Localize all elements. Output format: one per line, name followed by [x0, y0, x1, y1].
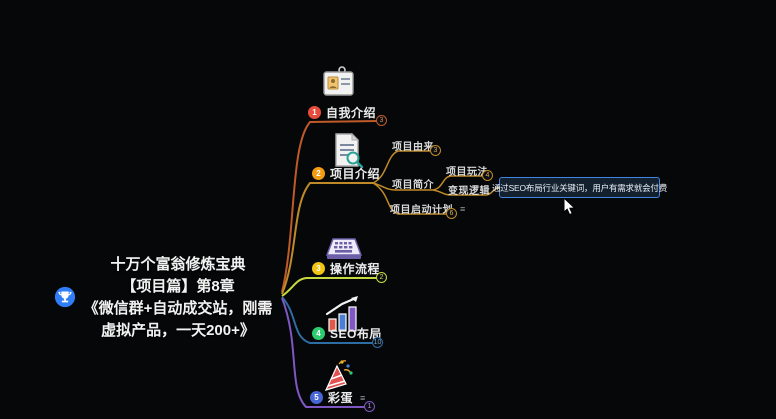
topic-label-startup-plan: 项目启动计划 [390, 205, 453, 216]
branch-line-egg [281, 297, 366, 408]
topic-monetize-logic[interactable]: 变现逻辑 [448, 182, 490, 197]
collapse-badge-process[interactable]: 2 [376, 272, 387, 283]
branch-line-monetize [432, 189, 486, 196]
topic-project-origin[interactable]: 项目由来 [392, 138, 434, 153]
topic-self-intro[interactable]: 1 自我介绍 [308, 104, 376, 121]
branch-line-project-intro [281, 182, 373, 295]
topic-label-seo-layout: SEO布局 [330, 327, 382, 341]
id-card-icon[interactable] [318, 63, 358, 108]
topic-label-project-gameplay: 项目玩法 [446, 167, 488, 178]
collapse-badge-easter-egg[interactable]: 1 [364, 401, 375, 412]
branch-line-seo [281, 296, 374, 344]
topic-startup-plan[interactable]: 项目启动计划 ≡ [390, 201, 466, 217]
marker-number-3-icon[interactable]: 3 [312, 262, 325, 275]
central-topic-line: 虚拟产品，一天200+》 [101, 322, 255, 339]
topic-easter-egg[interactable]: 5 彩蛋 ≡ [310, 389, 365, 406]
topic-label-process: 操作流程 [330, 262, 381, 276]
trophy-badge-icon [54, 286, 76, 308]
mouse-cursor-icon [563, 196, 576, 216]
topic-process[interactable]: 3 操作流程 [312, 260, 380, 277]
branch-line-process [281, 277, 378, 297]
branch-line-seo-keyword-node [485, 187, 500, 196]
notes-icon[interactable]: ≡ [460, 203, 466, 214]
collapse-badge-project-origin[interactable]: 3 [430, 145, 441, 156]
branch-line-brief [372, 182, 433, 191]
collapse-badge-self-intro[interactable]: 3 [376, 115, 387, 126]
topic-project-brief[interactable]: 项目简介 [392, 176, 434, 191]
topic-label-monetize-logic: 变现逻辑 [448, 186, 490, 197]
topic-label-project-origin: 项目由来 [392, 142, 434, 153]
keyboard-icon[interactable] [324, 231, 364, 272]
collapse-badge-seo-layout[interactable]: 10 [372, 337, 383, 348]
doc-search-icon[interactable] [326, 130, 368, 177]
topic-label-project-brief: 项目简介 [392, 180, 434, 191]
topic-seo-layout[interactable]: 4 SEO布局 [312, 325, 382, 342]
party-popper-icon[interactable] [320, 356, 358, 399]
topic-label-project-intro: 项目介绍 [330, 167, 381, 181]
topic-project-intro[interactable]: 2 项目介绍 [312, 165, 380, 182]
marker-number-4-icon[interactable]: 4 [312, 327, 325, 340]
central-topic-line: 十万个富翁修炼宝典 [110, 256, 246, 273]
collapse-badge-project-gameplay[interactable]: 4 [482, 170, 493, 181]
marker-number-1-icon[interactable]: 1 [308, 106, 321, 119]
central-topic[interactable]: 十万个富翁修炼宝典 【项目篇】第8章 《微信群+自动成交站，刚需 虚拟产品，一天… [54, 254, 278, 342]
topic-label-seo-keyword: 通过SEO布局行业关键词，用户有需求就会付费 [491, 182, 668, 193]
topic-project-gameplay[interactable]: 项目玩法 [446, 163, 488, 178]
collapse-badge-startup-plan[interactable]: 6 [446, 208, 457, 219]
marker-number-2-icon[interactable]: 2 [312, 167, 325, 180]
branch-line-origin [372, 150, 430, 184]
bar-chart-icon[interactable] [320, 294, 364, 339]
branch-line-startup-plan [372, 182, 446, 215]
notes-icon[interactable]: ≡ [360, 392, 366, 403]
central-topic-line: 《微信群+自动成交站，刚需 [83, 300, 273, 317]
topic-label-self-intro: 自我介绍 [326, 106, 377, 120]
central-topic-line: 【项目篇】第8章 [121, 278, 235, 295]
branch-line-gameplay [432, 175, 482, 191]
topic-seo-keyword-selected[interactable]: 通过SEO布局行业关键词，用户有需求就会付费 [492, 177, 667, 198]
branch-line-self-intro [281, 120, 379, 293]
topic-label-easter-egg: 彩蛋 [328, 391, 354, 405]
marker-number-5-icon[interactable]: 5 [310, 391, 323, 404]
